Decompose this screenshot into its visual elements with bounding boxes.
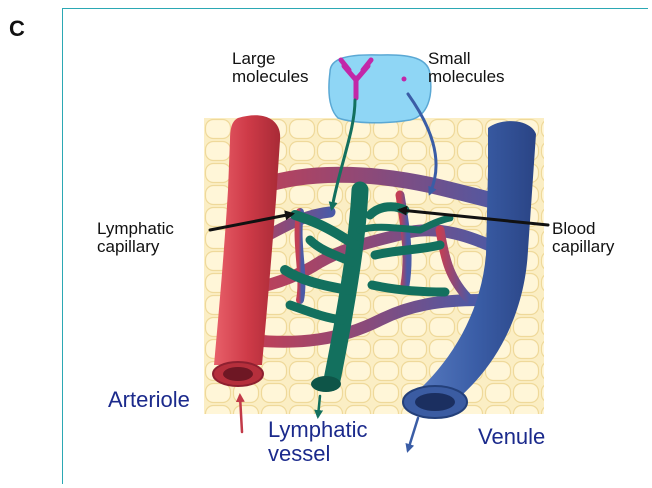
label-lymphatic-capillary: Lymphatic capillary [97, 220, 174, 257]
label-arteriole: Arteriole [108, 388, 190, 412]
small-molecule-dot [402, 77, 407, 82]
label-venule: Venule [478, 425, 545, 449]
lymphatic-vessel-end [311, 376, 341, 392]
label-small-molecules: Small molecules [428, 50, 505, 87]
label-lymphatic-vessel: Lymphatic vessel [268, 418, 367, 466]
label-blood-capillary: Blood capillary [552, 220, 614, 257]
label-large-molecules: Large molecules [232, 50, 309, 87]
